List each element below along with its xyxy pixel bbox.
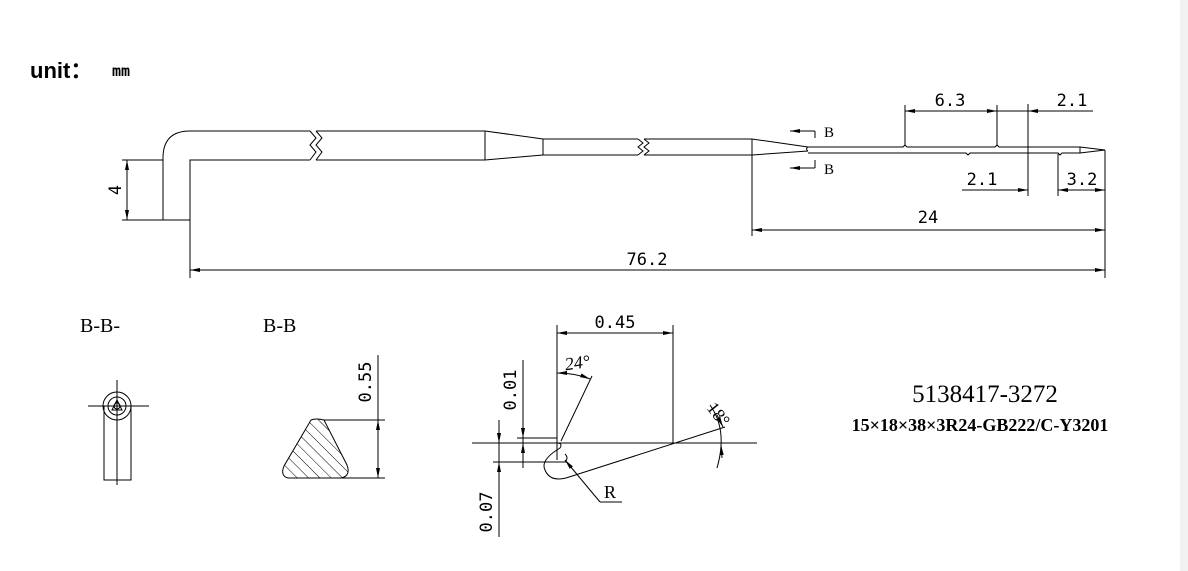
svg-text:0.45: 0.45 [595,313,636,333]
section-view-b-b-left: B-B- [80,315,149,485]
svg-text:mm: mm [112,62,130,80]
svg-text:2.1: 2.1 [1057,91,1088,111]
svg-text:B: B [824,162,834,178]
svg-text:0.55: 0.55 [356,362,376,403]
svg-text:6.3: 6.3 [935,91,966,111]
svg-text:76.2: 76.2 [627,250,668,270]
part-spec: 15×18×38×3R24-GB222/C-Y3201 [852,415,1109,435]
title-block: 5138417-3272 15×18×38×3R24-GB222/C-Y3201 [852,381,1109,435]
needle-main-view [162,130,1106,221]
svg-text:B-B: B-B [263,315,296,337]
dim-blade-length: 24 [751,155,1105,236]
page-edge [1180,0,1188,571]
dim-tip: 3.2 [1057,154,1105,196]
svg-text:R: R [604,482,616,502]
part-number: 5138417-3272 [912,381,1058,408]
svg-text:18°: 18° [703,398,734,430]
svg-text:4: 4 [106,185,126,195]
section-view-b-b-right: B-B 0.55 [263,315,385,479]
svg-text:B-B-: B-B- [80,315,120,337]
dim-overall-length: 76.2 [189,150,1106,278]
svg-text:24: 24 [918,208,938,228]
svg-text:2.1: 2.1 [967,170,998,190]
svg-text:0.07: 0.07 [477,492,497,533]
dim-groove: 6.3 [904,91,998,146]
section-marker-top: B [790,125,834,141]
dim-bottom-2-1: 2.1 [962,170,1028,192]
svg-text:3.2: 3.2 [1067,170,1098,190]
unit-label: unit： mm [30,58,130,83]
dim-shank-height: 4 [106,159,163,221]
svg-text:24°: 24° [563,351,591,374]
svg-text:0.01: 0.01 [501,370,521,411]
section-marker-bottom: B [790,160,834,178]
svg-text:unit：: unit： [30,58,92,83]
svg-text:B: B [824,125,834,141]
dim-top-2-1: 2.1 [997,91,1093,196]
point-detail-view: 0.45 24° 18° 0.01 0.07 R [472,313,757,537]
